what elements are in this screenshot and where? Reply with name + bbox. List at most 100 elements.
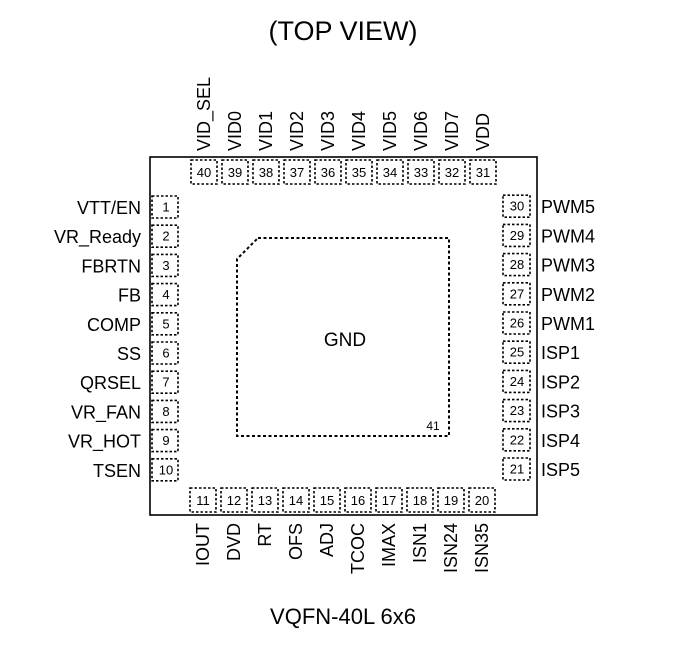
pin-number: 6 bbox=[162, 346, 169, 361]
pin-pad bbox=[502, 252, 531, 277]
pin-pad bbox=[283, 159, 311, 185]
pin-name: RT bbox=[255, 523, 275, 547]
pin-number: 40 bbox=[197, 165, 211, 180]
pin-pad bbox=[502, 281, 531, 306]
pin-number: 37 bbox=[290, 165, 304, 180]
pin-number: 2 bbox=[162, 229, 169, 244]
pin-number: 23 bbox=[510, 403, 524, 418]
pin-pad bbox=[438, 159, 466, 185]
pin-number: 4 bbox=[162, 287, 169, 302]
pin-name: TCOC bbox=[348, 523, 368, 574]
pin-pad bbox=[407, 159, 435, 185]
pin-number: 9 bbox=[162, 433, 169, 448]
pin-name: VID2 bbox=[287, 111, 307, 151]
package-label: VQFN-40L 6x6 bbox=[270, 604, 416, 629]
pin-name: FB bbox=[118, 286, 141, 306]
pin-number: 12 bbox=[227, 493, 241, 508]
pin-name: VR_HOT bbox=[68, 432, 141, 453]
pin-name: PWM3 bbox=[541, 256, 595, 276]
pin-pad bbox=[502, 457, 531, 481]
pin-pad bbox=[502, 340, 531, 365]
pin-pad bbox=[220, 487, 248, 513]
pin-name: PWM4 bbox=[541, 226, 595, 246]
pin-number: 35 bbox=[352, 165, 366, 180]
pin-number: 33 bbox=[414, 165, 428, 180]
pin-number: 39 bbox=[228, 165, 242, 180]
pin-pad bbox=[151, 311, 179, 336]
pin-number: 3 bbox=[162, 258, 169, 273]
pin-pad bbox=[502, 194, 531, 218]
pin-name: VID3 bbox=[318, 111, 338, 151]
pin-name: ISP1 bbox=[541, 343, 580, 363]
diagram-title: (TOP VIEW) bbox=[268, 16, 418, 46]
pin-name: VID5 bbox=[380, 111, 400, 151]
pin-number: 28 bbox=[510, 257, 524, 272]
pin-name: ISP4 bbox=[541, 431, 580, 451]
pin-pad bbox=[151, 457, 179, 482]
pin-number: 11 bbox=[196, 493, 210, 508]
pin-pad bbox=[282, 487, 310, 513]
pin-number: 1 bbox=[162, 200, 169, 215]
thermal-pad-number: 41 bbox=[426, 419, 440, 433]
pin-group: 1VTT/EN2VR_Ready3FBRTN4FB5COMP6SS7QRSEL8… bbox=[54, 77, 595, 574]
pin-name: PWM2 bbox=[541, 285, 595, 305]
pin-name: VID6 bbox=[411, 111, 431, 151]
pin-number: 27 bbox=[510, 286, 524, 301]
pin-name: VID_SEL bbox=[194, 77, 215, 151]
pin-pad bbox=[251, 487, 279, 513]
pin-pad bbox=[375, 487, 403, 513]
pin-name: OFS bbox=[286, 523, 306, 560]
pin-pad bbox=[314, 159, 342, 185]
pin-name: SS bbox=[117, 344, 141, 364]
pin-number: 36 bbox=[321, 165, 335, 180]
pin-name: QRSEL bbox=[80, 373, 141, 393]
pin-name: ISP2 bbox=[541, 372, 580, 392]
pin-pad bbox=[221, 159, 249, 185]
pin-name: ISN1 bbox=[410, 523, 430, 563]
thermal-pad-label: GND bbox=[324, 330, 366, 351]
pin-number: 24 bbox=[510, 374, 524, 389]
pin-number: 19 bbox=[444, 493, 458, 508]
pin-number: 22 bbox=[510, 432, 524, 447]
pin-pad bbox=[468, 487, 496, 513]
pin-number: 20 bbox=[475, 493, 489, 508]
pin-number: 13 bbox=[258, 493, 272, 508]
pin-pad bbox=[502, 311, 531, 335]
pin-number: 8 bbox=[162, 404, 169, 419]
pin-pad bbox=[151, 428, 179, 453]
pin-number: 32 bbox=[445, 165, 459, 180]
pin-number: 34 bbox=[383, 165, 397, 180]
package-body-outline bbox=[149, 156, 538, 516]
pin-name: ISP5 bbox=[541, 460, 580, 480]
pin-pad bbox=[151, 253, 179, 278]
pin-number: 5 bbox=[162, 316, 169, 331]
pin-pad bbox=[376, 159, 404, 185]
pin-pad bbox=[252, 159, 280, 185]
pin-pad bbox=[151, 370, 179, 395]
pin-pad bbox=[345, 159, 373, 185]
pin-number: 18 bbox=[413, 493, 427, 508]
pin-name: VDD bbox=[473, 113, 493, 151]
pin-number: 38 bbox=[259, 165, 273, 180]
pin-number: 15 bbox=[320, 493, 334, 508]
pin-number: 26 bbox=[510, 316, 524, 331]
pin-pad bbox=[469, 159, 497, 185]
pin-name: VID1 bbox=[256, 111, 276, 151]
pin-number: 7 bbox=[162, 375, 169, 390]
pin-name: VID0 bbox=[225, 111, 245, 151]
pin-name: PWM5 bbox=[541, 197, 595, 217]
pin-pad bbox=[502, 427, 531, 452]
pin-name: ISN35 bbox=[472, 523, 492, 573]
pin-pad bbox=[502, 369, 531, 394]
pin-name: ISN24 bbox=[441, 523, 461, 573]
pin-number: 29 bbox=[510, 228, 524, 243]
pin-pad bbox=[190, 159, 218, 185]
pin-number: 14 bbox=[289, 493, 303, 508]
pin-pad bbox=[189, 487, 217, 513]
pin-name: IMAX bbox=[379, 523, 399, 567]
pin-name: VID4 bbox=[349, 111, 369, 151]
pin-number: 16 bbox=[351, 493, 365, 508]
pin-pad bbox=[313, 487, 341, 513]
pin-pad bbox=[151, 195, 179, 219]
